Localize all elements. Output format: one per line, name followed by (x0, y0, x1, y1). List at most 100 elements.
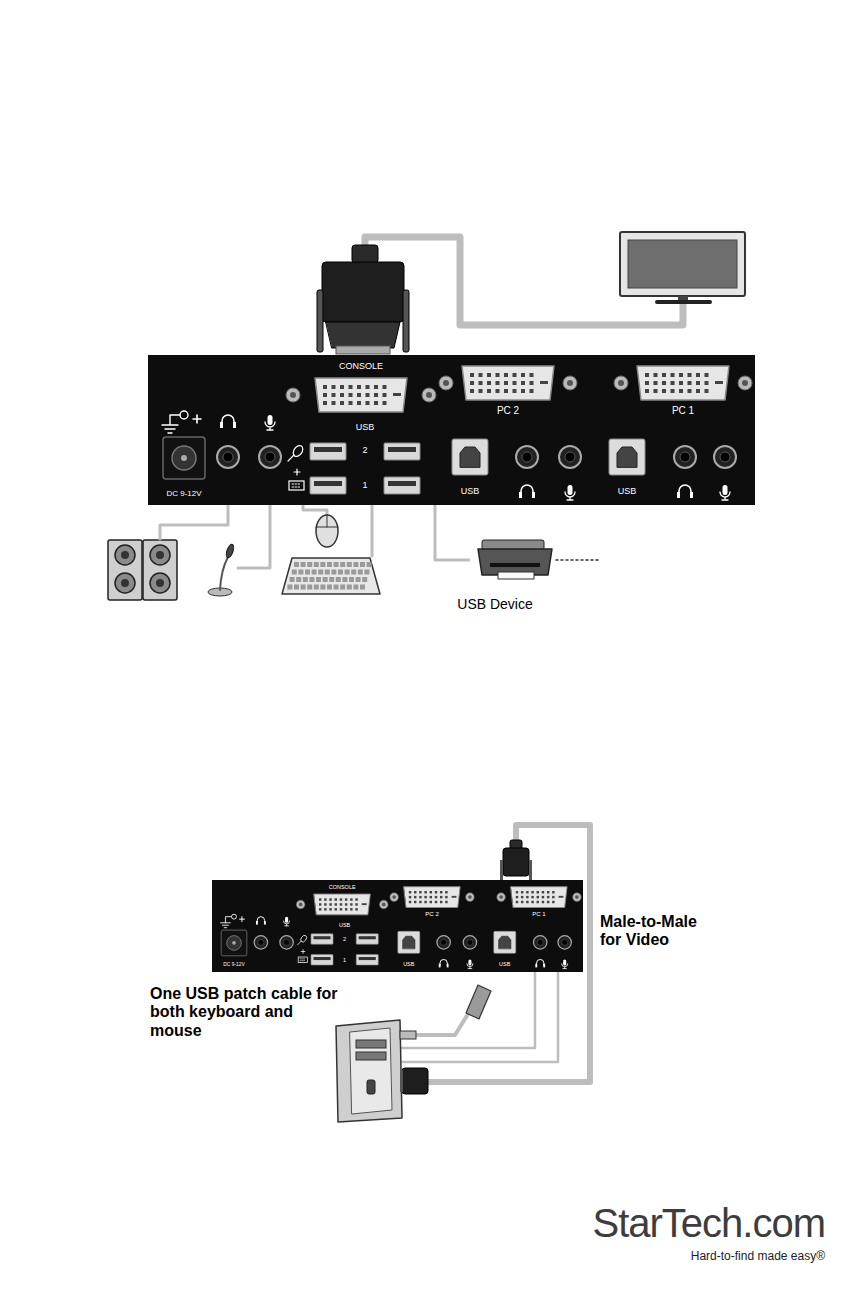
dvi-pin (324, 898, 326, 900)
dvi-pin (440, 901, 442, 903)
mic-icon (285, 917, 288, 923)
keyboard-key (290, 577, 295, 582)
usb-b-port (452, 439, 488, 475)
usb-a-port (310, 443, 346, 460)
dvi-port (315, 378, 407, 412)
dvi-pin (705, 389, 709, 393)
headphone-icon (532, 492, 535, 498)
computer-bay (356, 1040, 386, 1048)
keyboard-key (314, 585, 319, 590)
power-symbol (221, 917, 232, 928)
dvi-pin (345, 898, 347, 900)
audio-jack-hole (223, 452, 233, 462)
dvi-pin (521, 373, 525, 377)
dvi-pin (552, 891, 554, 893)
port-label: PC 1 (672, 405, 694, 416)
dvi-pin (332, 385, 336, 389)
dvi-pin (374, 385, 378, 389)
dvi-pin (357, 393, 361, 397)
speaker-box (108, 540, 142, 600)
headphone-icon (256, 921, 258, 925)
dvi-pin (526, 891, 528, 893)
dvi-screw-hole (426, 392, 432, 398)
mic-icon (565, 492, 575, 500)
dvi-pin (349, 385, 353, 389)
dvi-pin (679, 373, 683, 377)
monitor-base (655, 300, 712, 304)
port-label: 1 (362, 481, 367, 491)
keyboard-key (345, 570, 350, 575)
dvi-pin (424, 896, 426, 898)
dvi-pin (645, 373, 649, 377)
dvi-port (462, 366, 554, 400)
keyboard-key (360, 562, 365, 567)
dvi-screw (379, 900, 388, 909)
dvi-pin (552, 901, 554, 903)
usb-b-port (494, 931, 516, 953)
dvi-pin (513, 381, 517, 385)
dvi-pin (430, 901, 432, 903)
usb-a-tongue (388, 481, 416, 486)
dvi-screw (439, 376, 453, 390)
dvi-pin (671, 381, 675, 385)
dvi-pin (504, 381, 508, 385)
dvi-pin (419, 891, 421, 893)
dvi-pin (357, 401, 361, 405)
keyboard-key (303, 577, 308, 582)
computer-button (367, 1080, 375, 1094)
dvi-pin (349, 393, 353, 397)
dvi-pin (329, 903, 331, 905)
printer-dotted-line (556, 559, 600, 561)
headphone-icon (440, 959, 447, 965)
usb-cable (416, 1014, 468, 1035)
keyboard-key (296, 577, 301, 582)
port-label: USB (461, 487, 480, 497)
dc-jack-pin (181, 455, 187, 461)
mic-icon (562, 964, 568, 969)
power-plus (193, 415, 201, 423)
mic-cable (238, 506, 270, 568)
audio-jack (674, 446, 696, 468)
mic-icon (563, 959, 566, 965)
dvi-screw-hole (499, 895, 503, 899)
dvi-pin (487, 389, 491, 393)
speaker-cone (156, 551, 164, 559)
dvi-pin (383, 393, 387, 397)
dvi-pin (409, 901, 411, 903)
dvi-plug-screw (403, 290, 409, 352)
audio-jack-hole (522, 452, 532, 462)
usb-a-port (311, 934, 333, 944)
dc-jack (163, 437, 205, 479)
dvi-screw (390, 893, 399, 902)
dvi-pin (340, 898, 342, 900)
port-label: PC 2 (497, 405, 519, 416)
keyboard-key (327, 585, 332, 590)
mic-icon (265, 422, 275, 430)
keyboard-key (318, 570, 323, 575)
usb-a-tongue (359, 957, 376, 960)
dvi-pin (679, 381, 683, 385)
dvi-pin (430, 896, 432, 898)
port-label: PC 2 (425, 910, 439, 917)
usb-a-tongue (359, 936, 376, 939)
power-plus (240, 917, 245, 922)
headphone-icon (679, 485, 691, 495)
keyboard-key (294, 585, 299, 590)
dvi-pin (504, 373, 508, 377)
headphone-icon (537, 959, 544, 965)
dvi-pin (705, 373, 709, 377)
dvi-plug-screw (529, 860, 532, 880)
audio-jack (437, 936, 450, 949)
panel-group (221, 887, 582, 969)
audio-jack-hole (720, 452, 730, 462)
dvi-port (314, 894, 370, 915)
dvi-pin (366, 393, 370, 397)
mic-icon (720, 492, 730, 500)
usb-cable (435, 505, 470, 560)
power-symbol (232, 914, 237, 919)
audio-cable (401, 971, 535, 1048)
dvi-pin (496, 389, 500, 393)
dvi-pin (531, 901, 533, 903)
usb-b-socket (460, 447, 480, 467)
dvi-pin (487, 381, 491, 385)
